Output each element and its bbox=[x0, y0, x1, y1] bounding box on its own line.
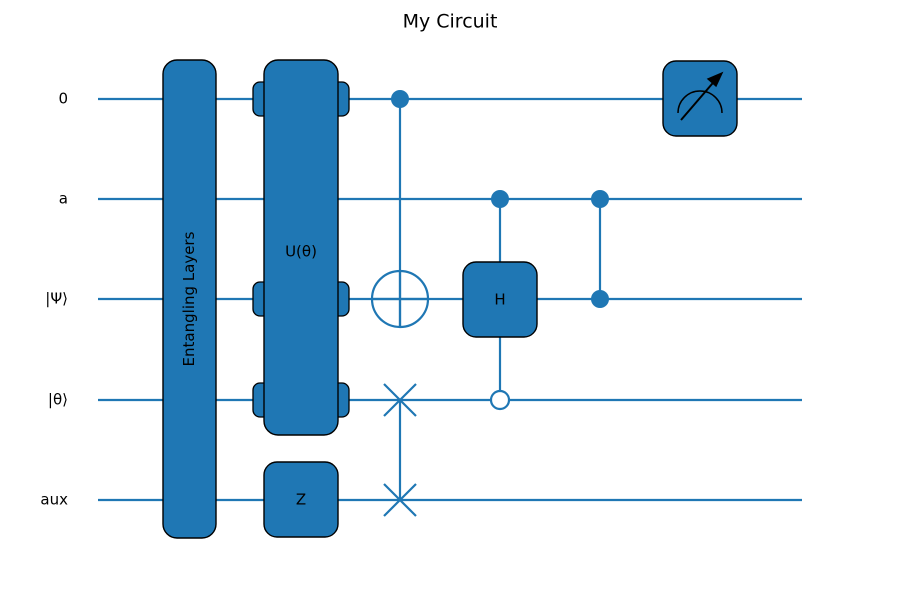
h-gate-label: H bbox=[494, 291, 505, 309]
measure-arrowhead-icon bbox=[706, 71, 724, 88]
entangling-layers-box[interactable] bbox=[162, 59, 217, 539]
entangling-layers-label: Entangling Layers bbox=[180, 231, 198, 366]
cz-control-dot-a[interactable] bbox=[591, 190, 609, 208]
swap-x-stroke-4 bbox=[383, 483, 417, 517]
gate-u-theta[interactable]: U(θ) bbox=[252, 59, 350, 436]
gate-cz[interactable] bbox=[591, 190, 609, 308]
measure-meter-arc-icon bbox=[677, 90, 723, 114]
z-gate-box[interactable] bbox=[263, 461, 339, 538]
swap-x-stroke-2 bbox=[383, 383, 417, 417]
page-title: My Circuit bbox=[403, 11, 498, 33]
h-control-dot-a[interactable] bbox=[491, 190, 509, 208]
gate-measure[interactable] bbox=[662, 60, 738, 137]
gate-swap[interactable] bbox=[383, 383, 417, 517]
h-anticontrol-circle-theta[interactable] bbox=[489, 389, 511, 411]
wire-label-0: 0 bbox=[58, 90, 68, 108]
u-theta-box[interactable] bbox=[263, 59, 339, 436]
gate-z[interactable]: Z bbox=[263, 461, 339, 538]
cz-control-dot-psi[interactable] bbox=[591, 290, 609, 308]
gate-cnot[interactable] bbox=[370, 90, 430, 329]
swap-marker-theta[interactable] bbox=[383, 383, 417, 417]
swap-marker-aux[interactable] bbox=[383, 483, 417, 517]
measure-needle-icon bbox=[680, 76, 719, 121]
cnot-control-dot[interactable] bbox=[391, 90, 409, 108]
wire-label-psi: |Ψ⟩ bbox=[45, 290, 68, 308]
gate-h-controlled[interactable]: H bbox=[462, 190, 538, 411]
wire-label-a: a bbox=[59, 190, 68, 208]
u-theta-label: U(θ) bbox=[285, 243, 317, 261]
z-gate-label: Z bbox=[296, 491, 306, 509]
h-gate-box[interactable] bbox=[462, 261, 538, 338]
wire-label-aux: aux bbox=[40, 491, 68, 509]
gate-entangling-layers[interactable]: Entangling Layers bbox=[162, 59, 217, 539]
wire-label-theta: |θ⟩ bbox=[48, 391, 68, 409]
